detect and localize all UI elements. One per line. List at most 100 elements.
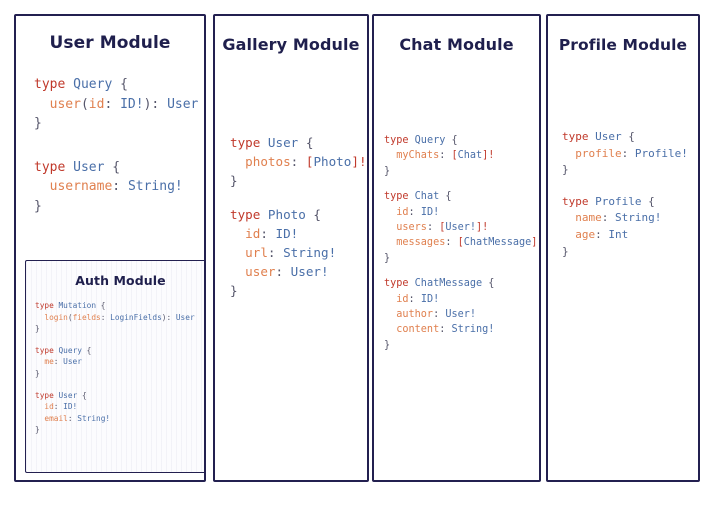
code-token: : bbox=[290, 154, 306, 169]
code-line: profile: Profile! bbox=[562, 146, 698, 163]
card-auth-module[interactable]: Auth Module type Mutation { login(fields… bbox=[25, 260, 204, 473]
code-line: type Mutation { bbox=[35, 300, 204, 312]
code-line: type ChatMessage { bbox=[384, 276, 539, 291]
code-line: photos: [Photo]! bbox=[230, 152, 367, 171]
code-line: id: ID! bbox=[35, 401, 204, 413]
code-token: User! bbox=[445, 309, 477, 321]
code-line: } bbox=[384, 338, 539, 353]
card-title-gallery-module: Gallery Module bbox=[222, 35, 360, 54]
code-token: LoginFields bbox=[110, 312, 162, 322]
graphql-type-definition: type Query { me: User} bbox=[35, 345, 204, 380]
code-token: { bbox=[621, 130, 635, 143]
code-token: Int bbox=[608, 227, 629, 241]
code-line: type User { bbox=[35, 390, 204, 402]
code-token: type bbox=[35, 301, 59, 310]
code-line: id: ID! bbox=[384, 205, 539, 220]
code-token: : bbox=[439, 150, 452, 162]
code-line: type Chat { bbox=[384, 189, 539, 204]
card-title-auth-module: Auth Module bbox=[75, 273, 166, 288]
code-token: type bbox=[230, 207, 268, 222]
code-line: username: String! bbox=[34, 177, 204, 197]
code-token: : bbox=[100, 312, 111, 322]
graphql-type-definition: type User { username: String!} bbox=[34, 158, 204, 217]
code-token: id bbox=[384, 206, 409, 218]
code-token: age bbox=[562, 227, 596, 241]
graphql-type-definition: type User { profile: Profile!} bbox=[562, 129, 698, 179]
code-token: : bbox=[408, 206, 421, 218]
code-token: { bbox=[445, 135, 458, 146]
code-line: } bbox=[35, 424, 204, 436]
code-line: type User { bbox=[562, 129, 698, 146]
code-token: id bbox=[230, 226, 261, 241]
code-token: messages bbox=[384, 237, 446, 249]
graphql-type-definition: type Profile { name: String! age: Int} bbox=[562, 194, 698, 260]
code-line: } bbox=[384, 164, 539, 179]
code-line: } bbox=[35, 368, 204, 380]
code-token: ]! bbox=[476, 222, 489, 234]
code-token: fields bbox=[72, 312, 101, 322]
code-token: type bbox=[34, 77, 74, 92]
graphql-type-definition: type Mutation { login(fields: LoginField… bbox=[35, 300, 204, 335]
code-token: type bbox=[384, 191, 415, 203]
code-token: } bbox=[230, 283, 238, 298]
code-token: Chat bbox=[457, 150, 483, 162]
code-token: myChats bbox=[384, 150, 440, 162]
code-token: type bbox=[34, 159, 74, 175]
code-token: { bbox=[305, 207, 322, 222]
card-title-user-module: User Module bbox=[49, 33, 171, 53]
code-token: : bbox=[408, 293, 421, 305]
code-token: { bbox=[439, 191, 452, 203]
code-token: username bbox=[34, 179, 113, 194]
graphql-type-definition: type Photo { id: ID! url: String! user: … bbox=[230, 205, 367, 300]
code-token: type bbox=[562, 194, 596, 208]
code-token: : bbox=[601, 211, 615, 225]
code-token: type bbox=[384, 135, 415, 146]
code-token: ID! bbox=[420, 206, 440, 218]
code-token: ID! bbox=[63, 402, 78, 412]
card-chat-module[interactable]: Chat Module type Query { myChats: [Chat]… bbox=[372, 14, 541, 482]
code-token: user bbox=[34, 96, 81, 112]
code-token: ChatMessage bbox=[414, 278, 483, 290]
code-token: [ bbox=[439, 222, 446, 234]
code-block-gap bbox=[230, 190, 367, 205]
code-block-gallery-module: type User { photos: [Photo]!} type Photo … bbox=[230, 133, 367, 300]
code-line: messages: [ChatMessage]! bbox=[384, 235, 539, 250]
code-token: ( bbox=[67, 312, 73, 322]
code-token: profile bbox=[562, 146, 622, 160]
code-token: } bbox=[562, 244, 569, 258]
code-token: : bbox=[433, 309, 446, 321]
code-block-user-module: type Query { user(id: ID!): User}type Us… bbox=[34, 75, 204, 216]
card-user-module[interactable]: User Module type Query { user(id: ID!): … bbox=[14, 14, 206, 482]
code-token: Profile! bbox=[634, 146, 688, 160]
code-line: type Query { bbox=[384, 133, 539, 148]
card-gallery-module[interactable]: Gallery Module type User { photos: [Phot… bbox=[213, 14, 369, 482]
code-token: User bbox=[167, 96, 199, 112]
code-token: } bbox=[562, 163, 569, 177]
code-line: } bbox=[562, 162, 698, 179]
code-token: } bbox=[35, 425, 40, 435]
code-line: id: ID! bbox=[384, 292, 539, 307]
code-token: ID! bbox=[275, 226, 299, 241]
code-line: type Photo { bbox=[230, 205, 367, 224]
card-profile-module[interactable]: Profile Module type User { profile: Prof… bbox=[546, 14, 700, 482]
code-token: email bbox=[35, 413, 68, 423]
code-token: author bbox=[384, 309, 434, 321]
code-line: } bbox=[230, 171, 367, 190]
code-line: content: String! bbox=[384, 322, 539, 337]
code-token: Chat bbox=[414, 191, 440, 203]
code-token: String! bbox=[451, 324, 495, 336]
code-token: login bbox=[35, 312, 68, 322]
code-token: [ bbox=[457, 237, 464, 249]
graphql-type-definition: type User { photos: [Photo]!} bbox=[230, 133, 367, 190]
code-token: Mutation bbox=[58, 301, 97, 310]
code-token: ): bbox=[161, 312, 176, 322]
code-block-gap bbox=[384, 266, 539, 276]
graphql-type-definition: type Query { user(id: ID!): User} bbox=[34, 75, 204, 134]
code-line: } bbox=[34, 197, 204, 217]
code-token: ID! bbox=[420, 293, 440, 305]
code-token: : bbox=[439, 324, 452, 336]
graphql-type-definition: type ChatMessage { id: ID! author: User!… bbox=[384, 276, 539, 353]
code-block-profile-module: type User { profile: Profile!}type Profi… bbox=[562, 129, 698, 260]
code-token: User! bbox=[290, 264, 329, 279]
